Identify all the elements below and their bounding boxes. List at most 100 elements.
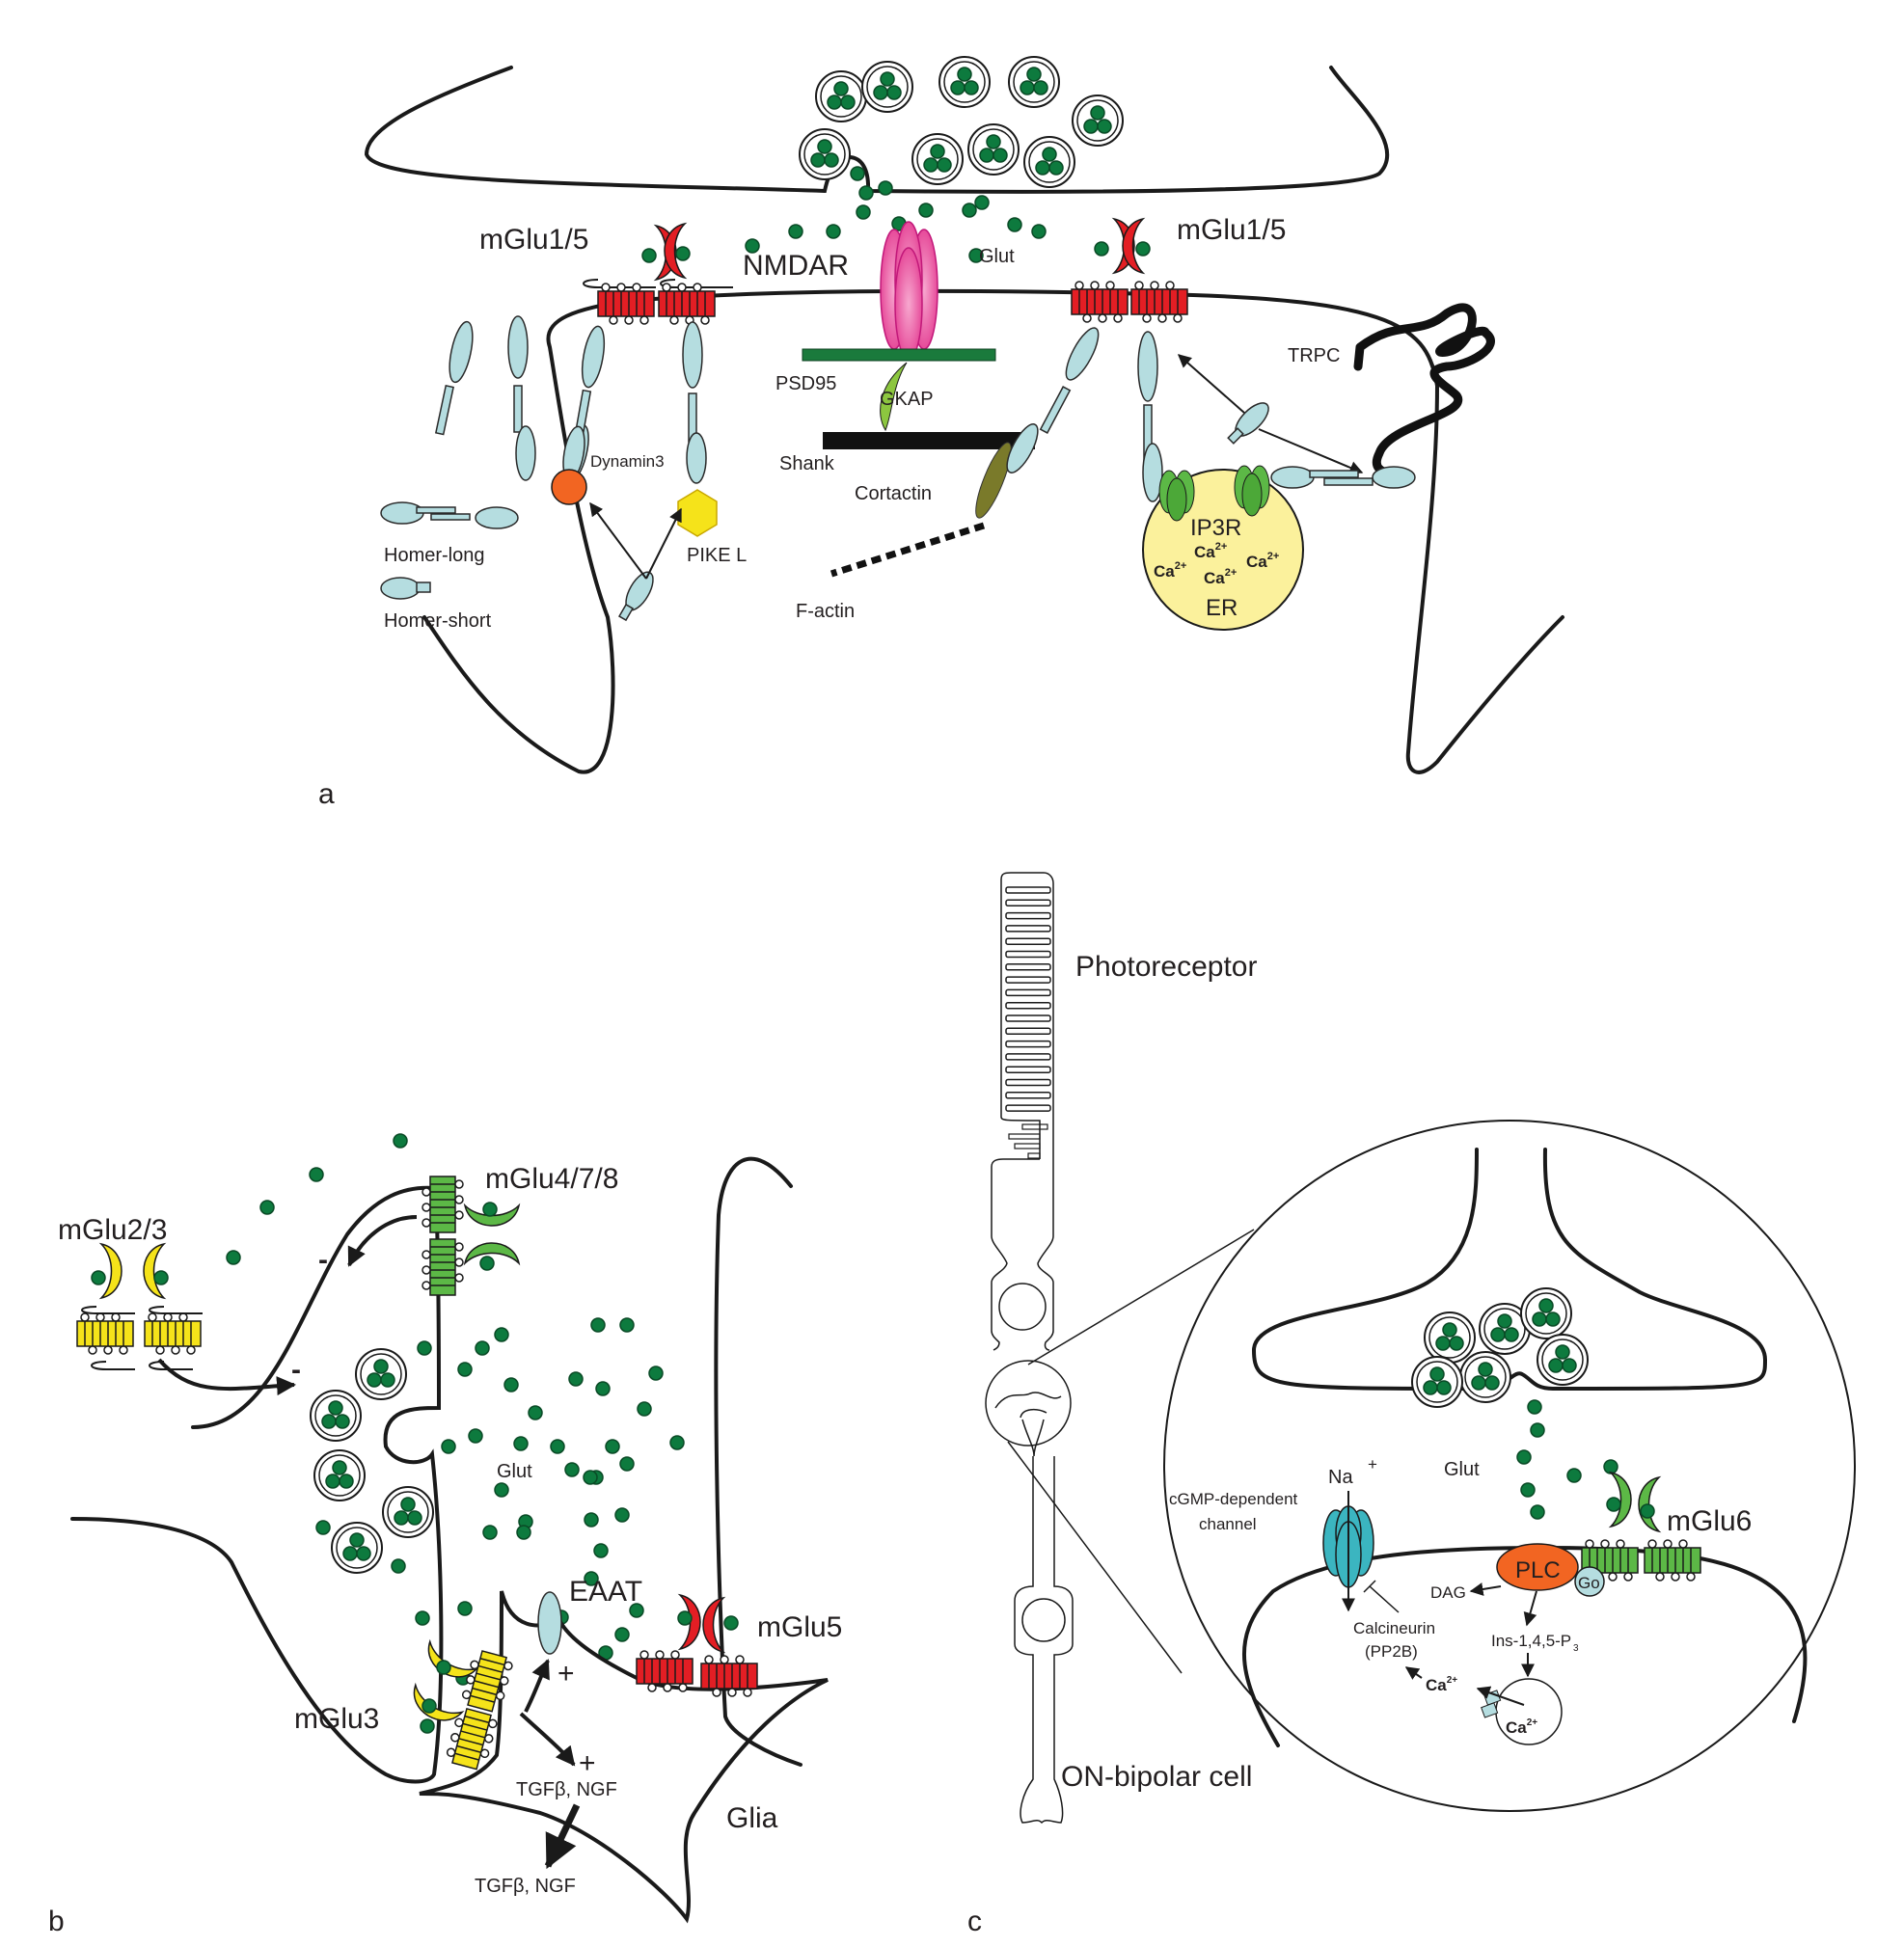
label-photoreceptor: Photoreceptor xyxy=(1075,951,1257,983)
homer-left-chain-2 xyxy=(562,321,707,484)
label-mglu15-right: mGlu1/5 xyxy=(1177,214,1286,246)
label-cortactin: Cortactin xyxy=(855,483,932,504)
mglu15-receptor-left xyxy=(583,223,733,325)
gkap-shape xyxy=(880,362,908,432)
homer-right-chain xyxy=(1006,327,1163,502)
label-on-bipolar: ON-bipolar cell xyxy=(1061,1761,1252,1793)
er-calcium-labels: Ca2+ Ca2+ Ca2+ Ca2+ xyxy=(1154,541,1279,587)
svg-text:Ca2+: Ca2+ xyxy=(1194,541,1227,561)
mglu15-receptor-right xyxy=(1071,218,1188,323)
ip3-receptor-c-bottom xyxy=(1481,1702,1499,1718)
label-nmdar: NMDAR xyxy=(743,250,849,282)
mglu3-receptor-glia xyxy=(404,1640,515,1772)
arrow-mglu23-inhibit xyxy=(157,1358,296,1396)
photoreceptor-disc xyxy=(1005,1014,1051,1022)
homer-long-trpc-link xyxy=(1270,466,1416,489)
mglu478-receptor xyxy=(422,1176,520,1296)
label-ip3-sub: 3 xyxy=(1573,1643,1579,1654)
photoreceptor-disc xyxy=(1005,1027,1051,1036)
homer-short-free-left xyxy=(618,571,654,622)
photoreceptor-disc xyxy=(1005,1053,1051,1061)
label-mglu23: mGlu2/3 xyxy=(58,1214,167,1246)
zoom-region-synapse xyxy=(994,1392,1062,1457)
label-mglu15-left: mGlu1/5 xyxy=(479,224,588,256)
label-pp2b: (PP2B) xyxy=(1365,1642,1418,1661)
presynaptic-bouton-membrane xyxy=(70,1185,444,1784)
label-calcineurin: Calcineurin xyxy=(1353,1619,1435,1637)
glutamate-molecules xyxy=(745,166,1047,263)
on-bipolar-cell xyxy=(1014,1456,1074,1825)
label-psd95: PSD95 xyxy=(775,373,836,394)
projection-line-bottom xyxy=(1007,1441,1183,1674)
arrow-to-homer-right xyxy=(1177,354,1245,414)
label-er: ER xyxy=(1206,595,1238,621)
label-go: Go xyxy=(1578,1574,1600,1592)
arrow-mglu3-to-eaat xyxy=(524,1659,550,1713)
shank-bar xyxy=(823,432,1035,449)
label-tgf-ngf-inner: TGFβ, NGF xyxy=(516,1779,617,1800)
synaptic-vesicles xyxy=(799,56,1124,188)
label-ca-store: Ca2+ xyxy=(1506,1717,1537,1737)
legend-homer-short xyxy=(380,577,431,600)
label-glut-b: Glut xyxy=(497,1461,532,1482)
photoreceptor-disc xyxy=(1005,1078,1051,1087)
nmdar-channel xyxy=(880,221,938,361)
label-glia: Glia xyxy=(726,1802,778,1834)
photoreceptor-disc xyxy=(1005,950,1051,959)
mglu6-receptor xyxy=(1581,1472,1701,1582)
minus-sign-1: - xyxy=(291,1354,301,1386)
panel-b: b xyxy=(48,1133,842,1937)
projection-line-top xyxy=(1027,1229,1255,1366)
glia-membrane xyxy=(419,1590,829,1924)
label-ip3r: IP3R xyxy=(1190,515,1241,541)
label-dag: DAG xyxy=(1430,1583,1466,1602)
pike-l-shape xyxy=(677,489,718,537)
panel-label-a: a xyxy=(318,778,335,810)
postsynaptic-membrane-b xyxy=(714,1156,802,1767)
photoreceptor-disc xyxy=(1005,1092,1051,1099)
label-cgmp-line1: cGMP-dependent xyxy=(1169,1490,1298,1508)
eaat-transporter xyxy=(537,1591,562,1655)
photoreceptor-terminal-membrane xyxy=(1251,1148,1768,1392)
panel-label-b: b xyxy=(48,1906,65,1937)
arrow-plc-to-ip3 xyxy=(1523,1590,1537,1627)
photoreceptor-disc xyxy=(1005,911,1051,920)
arrow-mglu3-to-tgf xyxy=(519,1712,576,1767)
plus-sign-eaat: + xyxy=(558,1658,575,1690)
label-plc: PLC xyxy=(1515,1557,1561,1583)
glutamate-c xyxy=(1516,1399,1618,1520)
f-actin-filament xyxy=(830,522,986,578)
label-dynamin3: Dynamin3 xyxy=(590,452,665,471)
photoreceptor-disc xyxy=(1005,1040,1051,1048)
label-eaat: EAAT xyxy=(569,1576,642,1608)
label-ip3: Ins-1,4,5-P xyxy=(1491,1632,1571,1650)
label-mglu3: mGlu3 xyxy=(294,1703,379,1735)
photoreceptor-disc xyxy=(1005,899,1051,907)
photoreceptor-disc xyxy=(1005,976,1051,984)
photoreceptor-disc xyxy=(1005,1104,1051,1112)
arrow-to-trpc xyxy=(1258,428,1364,474)
svg-text:Ca2+: Ca2+ xyxy=(1154,560,1186,581)
photoreceptor-disc-forming xyxy=(1008,1133,1041,1140)
label-gkap: GKAP xyxy=(880,389,934,410)
ip3r-left xyxy=(1158,470,1195,522)
panel-label-c: c xyxy=(967,1906,982,1937)
photoreceptor-disc-forming xyxy=(1014,1143,1041,1149)
label-cgmp-line2: channel xyxy=(1199,1515,1257,1533)
panel-c: c Photoreceptor ON-bipolar cell xyxy=(967,872,1856,1937)
plc-enzyme xyxy=(1496,1543,1579,1591)
photoreceptor-disc-forming xyxy=(1021,1123,1048,1130)
homer-short-free-right xyxy=(1227,402,1269,445)
photoreceptor-disc xyxy=(1005,988,1051,997)
photoreceptor-discs xyxy=(1005,886,1051,1159)
photoreceptor-disc-forming xyxy=(1027,1152,1041,1159)
magnified-view-circle xyxy=(1163,1120,1856,1812)
arrow-to-dynamin3 xyxy=(589,501,647,580)
minus-sign-2: - xyxy=(318,1244,328,1276)
legend-homer-long xyxy=(380,501,519,529)
label-homer-long: Homer-long xyxy=(384,545,484,566)
label-glut-a: Glut xyxy=(979,246,1015,267)
arrow-plc-to-dag xyxy=(1469,1582,1502,1596)
photoreceptor-cell xyxy=(991,872,1054,1351)
inhibition-bar xyxy=(1363,1580,1376,1593)
